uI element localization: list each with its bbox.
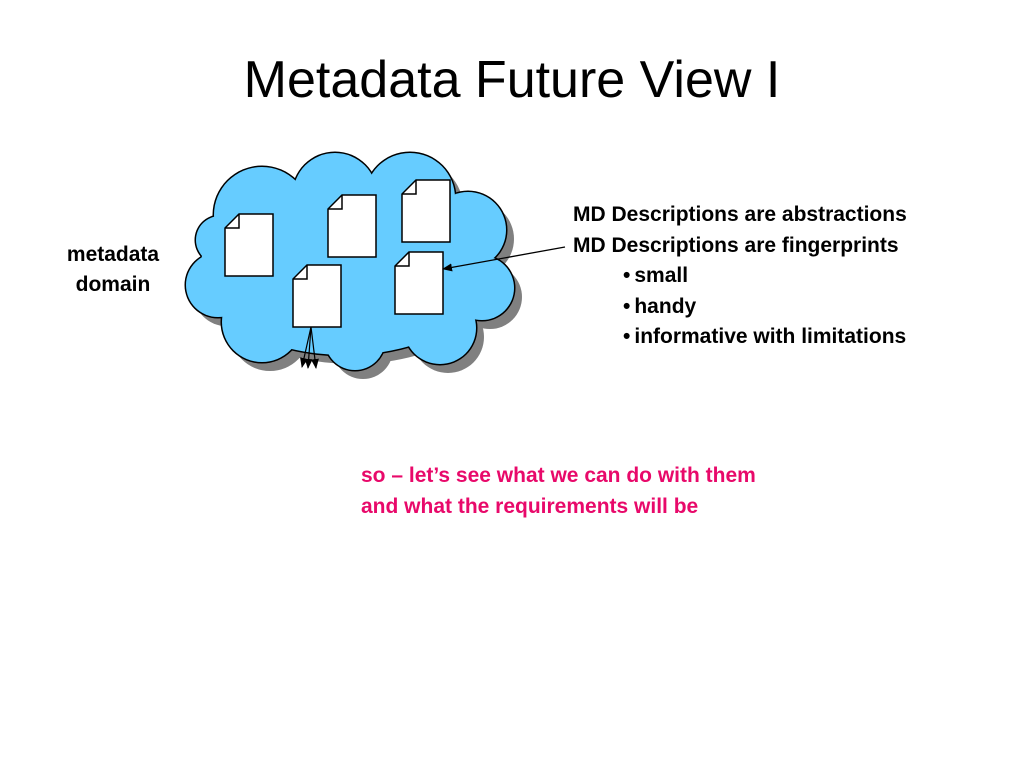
- document-icon: [292, 264, 342, 328]
- document-icon: [224, 213, 274, 277]
- md-bullet-text: handy: [634, 294, 697, 318]
- bullet-glyph: •: [623, 264, 631, 287]
- md-description-line: MD Descriptions are abstractions: [573, 203, 907, 226]
- md-bullet-text: small: [634, 264, 689, 287]
- document-icon: [327, 194, 377, 258]
- md-bullet-text: informative with limitations: [634, 325, 907, 348]
- md-bullet-item: •handy: [573, 292, 1013, 323]
- requirements-note: so – let’s see what we can do with them …: [361, 460, 881, 522]
- md-bullet-item: •small: [573, 261, 1013, 292]
- domain-label-line: domain: [75, 273, 151, 296]
- domain-label-line: metadata: [66, 243, 160, 266]
- small-arrow: [300, 326, 312, 368]
- slide-title: Metadata Future View I: [243, 51, 781, 109]
- small-arrow: [304, 326, 313, 369]
- bullet-glyph: •: [623, 325, 631, 348]
- small-arrow: [310, 326, 319, 369]
- bullet-glyph: •: [623, 294, 631, 318]
- note-line: and what the requirements will be: [361, 495, 699, 518]
- metadata-domain-label: metadata domain: [48, 240, 178, 300]
- md-description-line: MD Descriptions are fingerprints: [573, 233, 899, 257]
- document-icon: [394, 251, 444, 315]
- md-bullet-item: •informative with limitations: [573, 322, 1013, 353]
- document-icon: [401, 179, 451, 243]
- note-line: so – let’s see what we can do with them: [361, 464, 756, 487]
- pointer-arrow: [442, 246, 566, 272]
- md-descriptions-text: MD Descriptions are abstractions MD Desc…: [573, 200, 1013, 353]
